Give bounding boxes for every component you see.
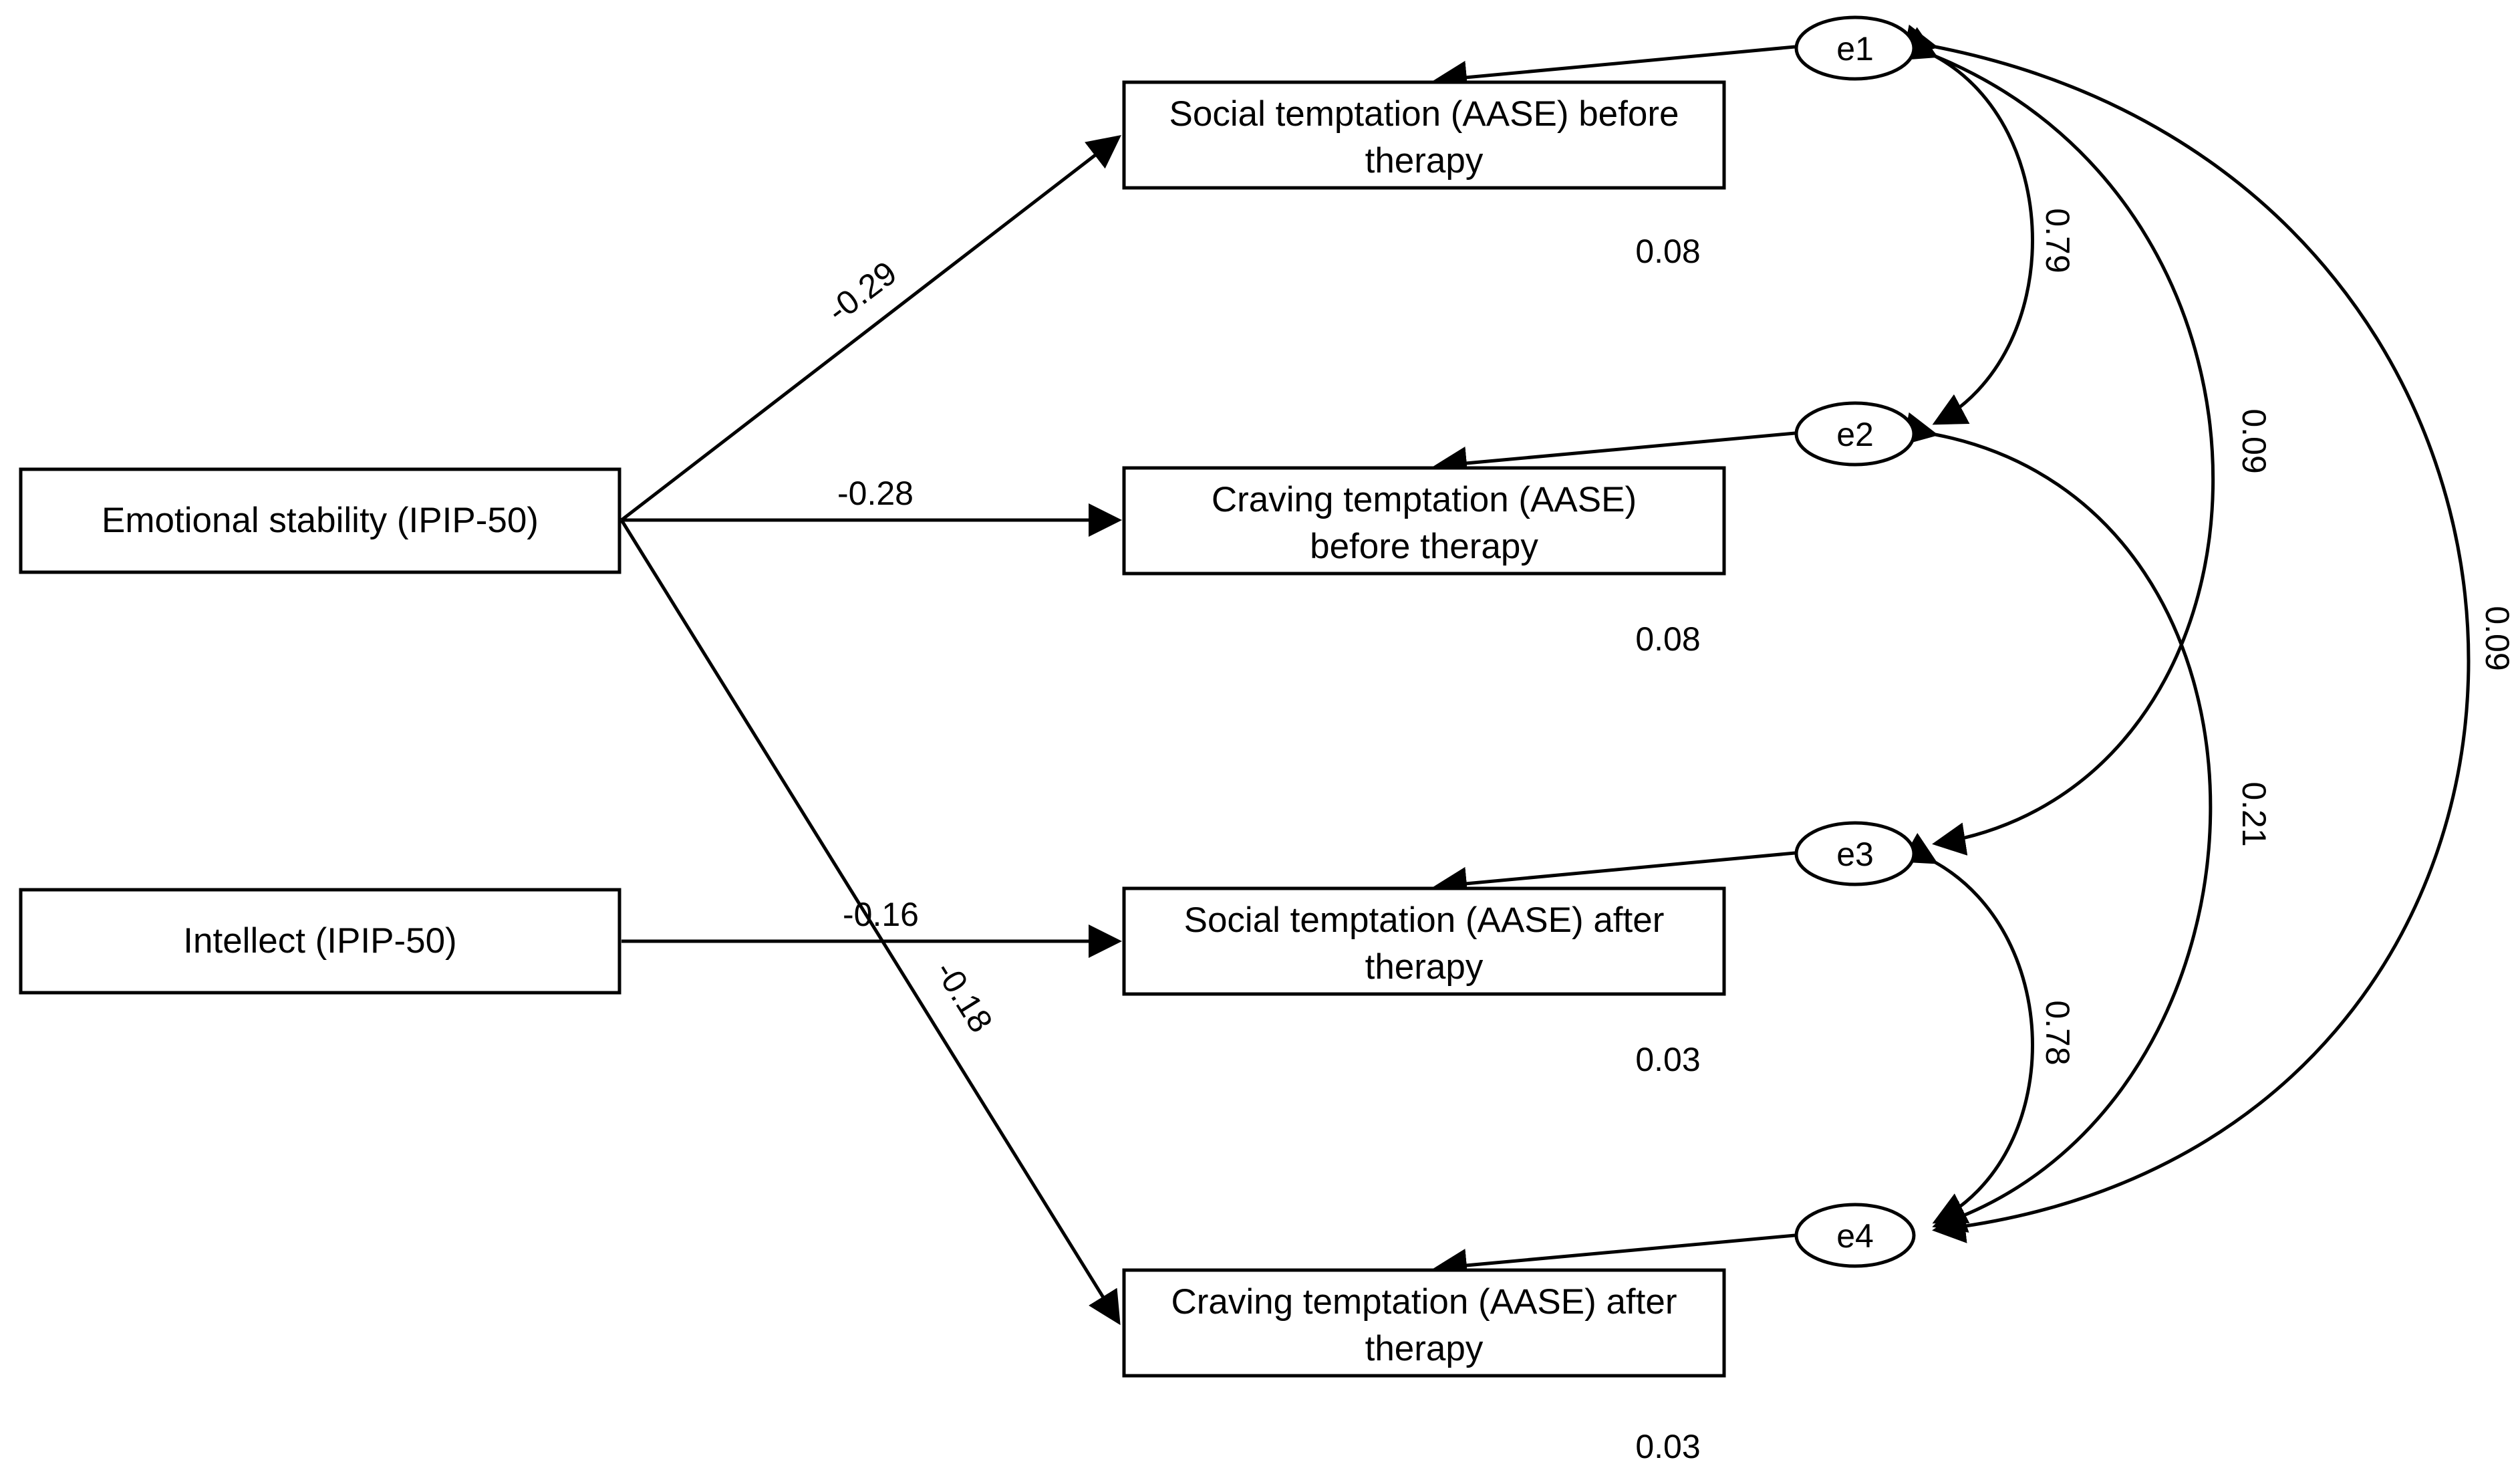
covariance-arc-e1-e3 <box>1901 29 2215 856</box>
label-craving-after-line1: Craving temptation (AASE) after <box>1171 1282 1677 1322</box>
box-social-before: Social temptation (AASE) before therapy <box>1122 80 1726 190</box>
r-squared-social-after: 0.03 <box>1635 1041 1700 1078</box>
path-es-to-craving-after <box>619 519 1121 1326</box>
label-e3: e3 <box>1836 836 1874 873</box>
covariance-arc-e2-e4 <box>1903 412 2213 1233</box>
box-social-after: Social temptation (AASE) after therapy <box>1122 886 1726 996</box>
coef-es-to-social-before: -0.29 <box>820 254 903 330</box>
error-node-e1: e1 <box>1794 15 1916 81</box>
coef-cov-e3-e4: 0.78 <box>2039 1000 2076 1065</box>
path-e3-to-social-after <box>1433 851 1796 900</box>
label-e2: e2 <box>1836 416 1874 453</box>
error-node-e4: e4 <box>1794 1203 1916 1268</box>
r-squared-craving-after: 0.03 <box>1635 1428 1700 1465</box>
box-intellect: Intellect (IPIP-50) <box>19 888 621 995</box>
covariance-arc-e1-e4 <box>1902 24 2471 1243</box>
covariance-arc-e3-e4 <box>1901 833 2034 1224</box>
label-e4: e4 <box>1836 1217 1874 1255</box>
r-squared-craving-before: 0.08 <box>1635 620 1700 658</box>
path-e2-to-craving-before <box>1433 431 1796 480</box>
coef-es-to-craving-before: -0.28 <box>837 475 914 512</box>
coef-cov-e1-e3: 0.09 <box>2235 408 2273 473</box>
label-emotional-stability: Emotional stability (IPIP-50) <box>102 501 539 540</box>
label-social-after-line2: therapy <box>1365 947 1484 987</box>
coef-cov-e1-e2: 0.79 <box>2039 208 2076 273</box>
label-e1: e1 <box>1836 30 1874 68</box>
path-e1-to-social-before <box>1433 45 1796 94</box>
label-craving-after-line2: therapy <box>1365 1329 1484 1368</box>
path-es-to-social-before <box>620 134 1121 521</box>
label-craving-before-line2: before therapy <box>1310 527 1538 566</box>
coef-es-to-craving-after: -0.18 <box>928 955 1000 1039</box>
label-craving-before-line1: Craving temptation (AASE) <box>1212 480 1637 519</box>
label-intellect: Intellect (IPIP-50) <box>183 921 456 961</box>
coef-intellect-to-social-after: -0.16 <box>843 896 919 933</box>
path-e4-to-craving-after <box>1433 1233 1796 1282</box>
box-craving-before: Craving temptation (AASE) before therapy <box>1122 466 1726 576</box>
label-social-before-line1: Social temptation (AASE) before <box>1169 94 1679 134</box>
error-node-e3: e3 <box>1794 821 1916 886</box>
label-social-after-line1: Social temptation (AASE) after <box>1184 900 1665 940</box>
r-squared-social-before: 0.08 <box>1635 233 1700 270</box>
coef-cov-e2-e4: 0.21 <box>2235 781 2273 846</box>
box-emotional-stability: Emotional stability (IPIP-50) <box>19 467 621 574</box>
error-node-e2: e2 <box>1794 401 1916 467</box>
covariance-arc-e1-e2 <box>1901 27 2034 425</box>
coef-cov-e1-e4: 0.09 <box>2479 606 2516 670</box>
box-craving-after: Craving temptation (AASE) after therapy <box>1122 1268 1726 1378</box>
label-social-before-line2: therapy <box>1365 141 1484 180</box>
